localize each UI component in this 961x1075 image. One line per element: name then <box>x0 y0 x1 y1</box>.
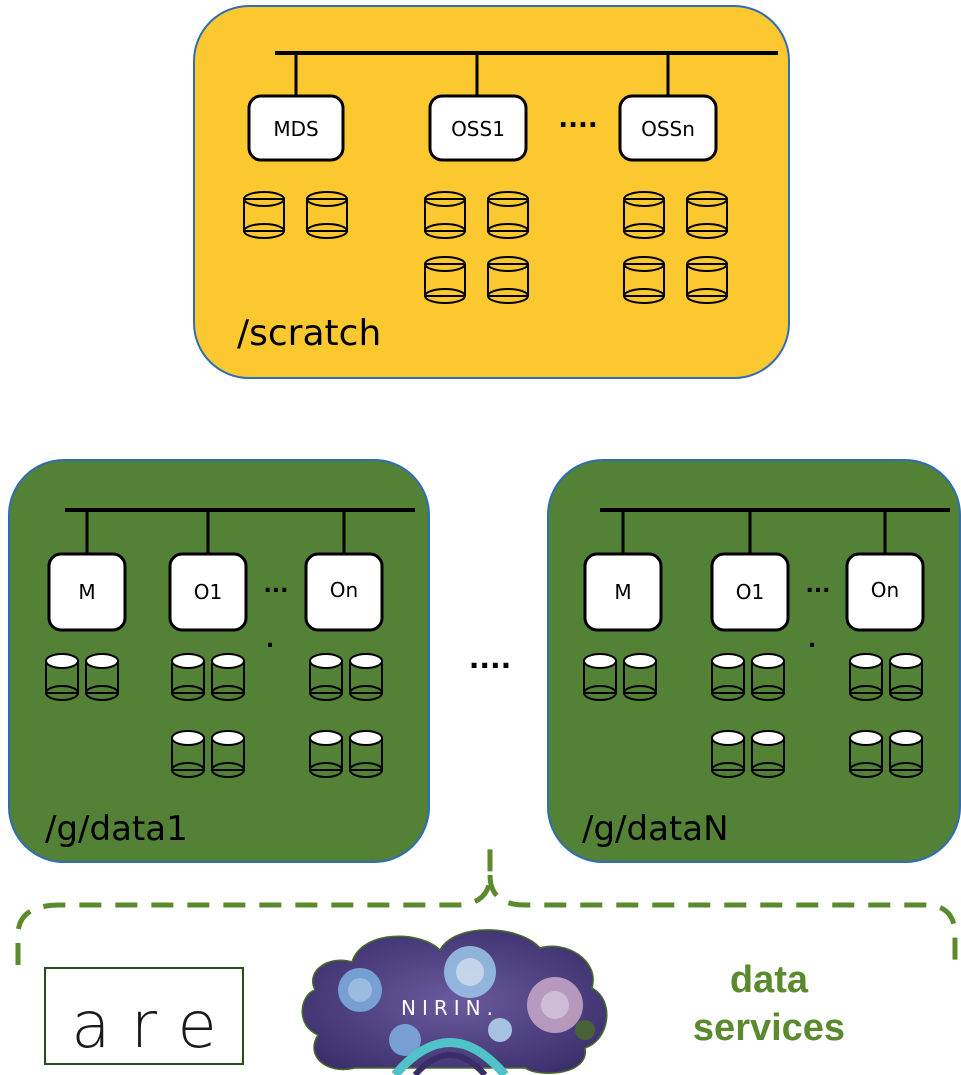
gdatan-label: /g/dataN <box>582 809 729 849</box>
gdata1-o1-label: O1 <box>194 580 222 604</box>
scratch-filesystem: MDS OSS1 .... OSSn /scratch <box>193 5 790 379</box>
gdatan-on-label: On <box>871 578 899 602</box>
ossn-node-label: OSSn <box>641 117 695 141</box>
scratch-label: /scratch <box>237 313 381 354</box>
mds-node-label: MDS <box>273 117 318 141</box>
gdata1-o1-node: O1 <box>168 552 248 632</box>
gdatan-o1-label: O1 <box>736 580 764 604</box>
gdatan-dot: . <box>808 628 816 653</box>
gdatan-m-node: M <box>583 552 663 632</box>
ossn-node: OSSn <box>618 94 718 162</box>
mds-node: MDS <box>247 94 345 162</box>
gdata1-ellipsis: ... <box>263 573 288 598</box>
oss1-node: OSS1 <box>428 94 528 162</box>
are-logo-text: a r e <box>71 989 217 1063</box>
gdatan-on-node: On <box>845 552 925 632</box>
gdatan-filesystem: M O1 ... . On /g/dataN <box>547 459 961 863</box>
gdata1-dot: . <box>266 628 274 653</box>
services-brace <box>15 848 958 965</box>
oss1-node-label: OSS1 <box>451 117 505 141</box>
nirin-logo-text: NIRIN. <box>401 996 499 1020</box>
data-services-line2: services <box>693 1007 845 1049</box>
filesystems-ellipsis: .... <box>469 642 512 675</box>
gdatan-o1-node: O1 <box>710 552 790 632</box>
gdata1-m-node: M <box>47 552 127 632</box>
gdata1-m-label: M <box>78 580 95 604</box>
gdatan-m-label: M <box>614 580 631 604</box>
are-logo: a r e <box>44 967 244 1065</box>
nirin-logo: NIRIN. <box>301 929 608 1075</box>
scratch-ellipsis: .... <box>558 104 598 134</box>
gdata1-label: /g/data1 <box>45 809 188 849</box>
gdata1-filesystem: M O1 ... . On /g/data1 <box>8 459 430 863</box>
gdatan-ellipsis: ... <box>805 573 830 598</box>
gdata1-on-label: On <box>330 578 358 602</box>
data-services-line1: data <box>730 959 809 1001</box>
gdata1-on-node: On <box>304 552 384 632</box>
